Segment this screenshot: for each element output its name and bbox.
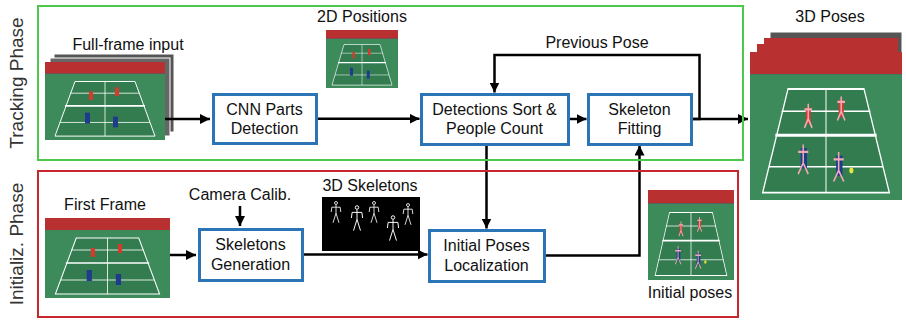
input-frames bbox=[45, 54, 174, 140]
figure-label: First Frame bbox=[64, 196, 146, 214]
first-frame-image bbox=[45, 218, 170, 298]
process-box: Skeletons Generation bbox=[198, 228, 304, 282]
flow-arrow bbox=[485, 146, 488, 229]
process-box: Detections Sort & People Count bbox=[420, 93, 570, 146]
phase-title: Tracking Phase bbox=[6, 17, 28, 148]
process-label: Skeletons Generation bbox=[208, 235, 294, 273]
figure-label: Initial poses bbox=[648, 284, 733, 302]
input-arrow bbox=[165, 118, 210, 121]
3d-poses-frames bbox=[750, 32, 902, 200]
process-box: Skeleton Fitting bbox=[587, 93, 693, 146]
figure-label: 2D Positions bbox=[317, 8, 407, 26]
process-label: Initial Poses Localization bbox=[438, 236, 536, 274]
process-label: CNN Parts Detection bbox=[222, 100, 308, 138]
first-frame-arrow bbox=[170, 254, 196, 257]
phase-title: Initializ. Phase bbox=[6, 182, 28, 305]
process-label: Detections Sort & People Count bbox=[430, 100, 560, 138]
flow-arrow bbox=[318, 117, 420, 120]
process-label: Skeleton Fitting bbox=[597, 100, 683, 138]
figure-label: 3D Skeletons bbox=[322, 177, 417, 195]
figure-label: 3D Poses bbox=[795, 8, 864, 26]
2d-positions-image bbox=[326, 30, 398, 88]
3d-skeletons-image bbox=[322, 197, 420, 251]
output-arrow bbox=[693, 118, 748, 121]
figure-label: Full-frame input bbox=[72, 36, 183, 54]
process-box: CNN Parts Detection bbox=[212, 93, 318, 145]
flow-arrow bbox=[546, 146, 640, 256]
flow-arrow bbox=[570, 118, 587, 121]
phase-region: Tracking PhaseCNN Parts DetectionDetecti… bbox=[37, 5, 744, 161]
flow-arrow bbox=[304, 253, 428, 256]
edge-label: Previous Pose bbox=[543, 34, 650, 52]
calib-arrow bbox=[239, 206, 242, 226]
initial-poses-image bbox=[648, 190, 734, 280]
figure-label: Camera Calib. bbox=[189, 186, 291, 204]
process-box: Initial Poses Localization bbox=[428, 229, 546, 283]
